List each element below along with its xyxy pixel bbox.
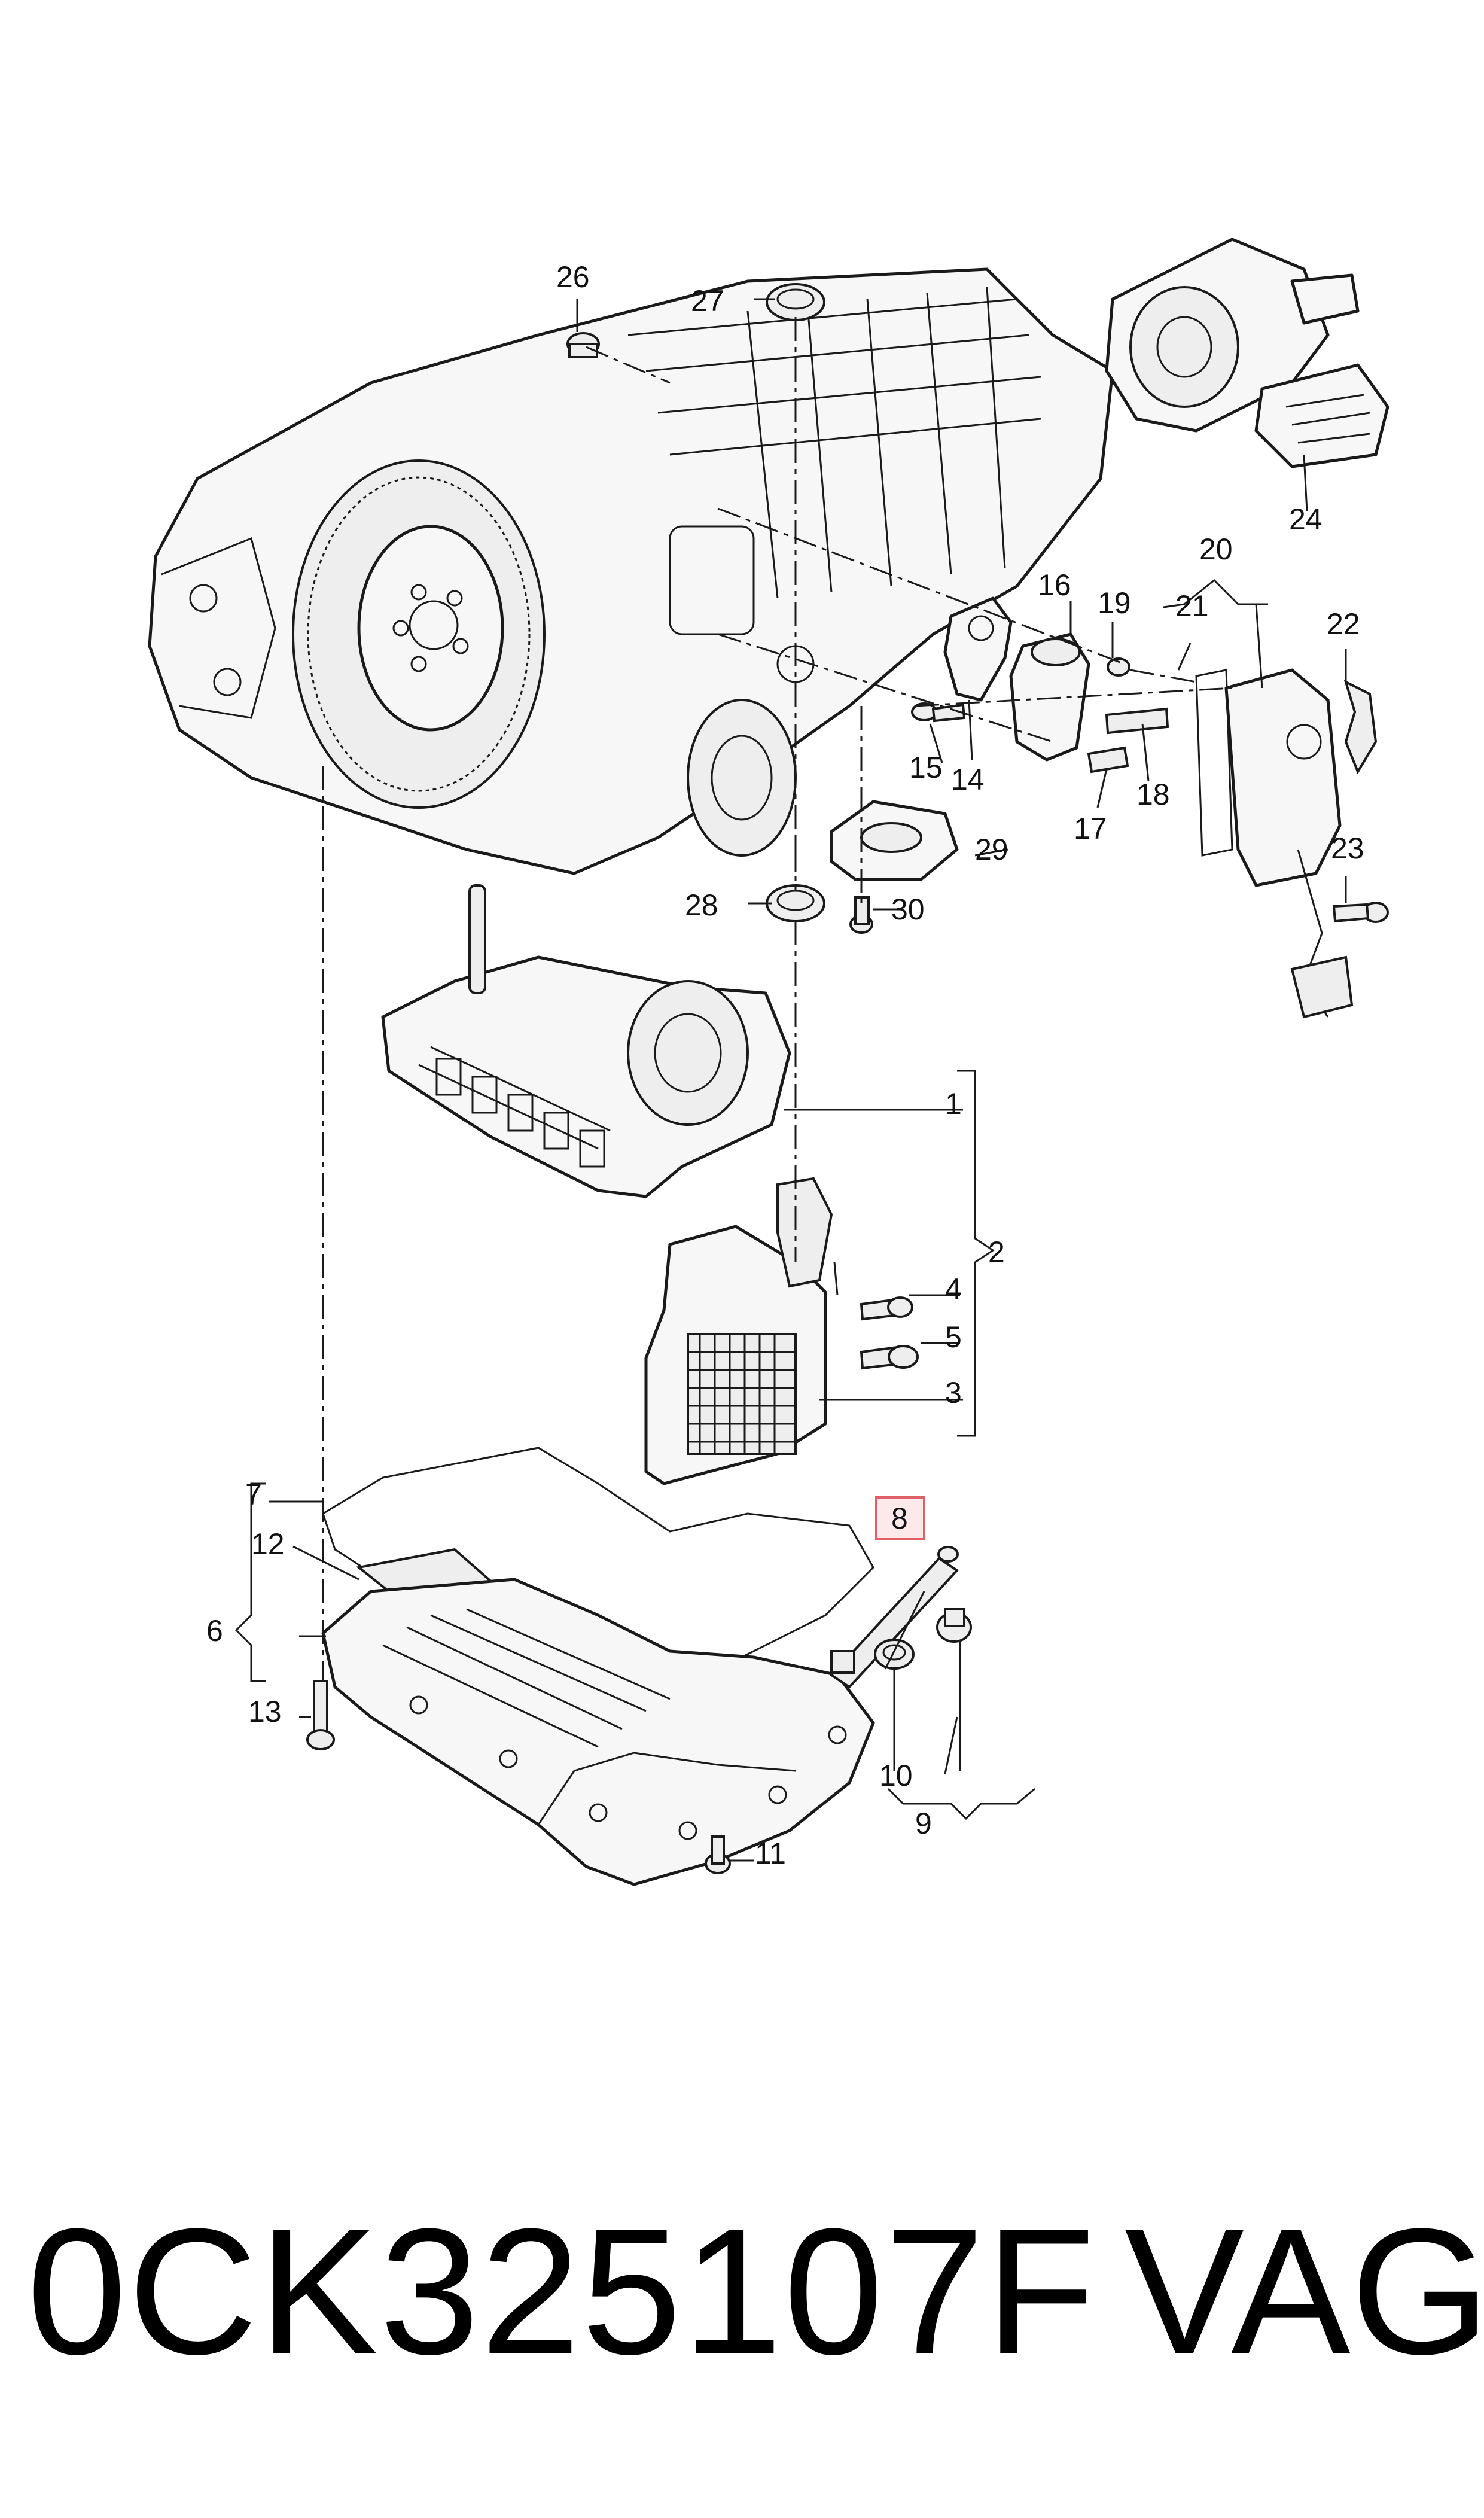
drain-plug-26 <box>566 332 600 358</box>
callout-5: 5 <box>945 1320 962 1354</box>
callout-11: 11 <box>755 1837 786 1870</box>
highlight-box-8 <box>875 1496 925 1540</box>
valve-body-1 <box>381 884 791 1198</box>
footer: 0CK325107F VAG <box>0 2202 1484 2381</box>
bracket-14 <box>943 596 1013 702</box>
assembly-lines <box>322 317 1233 1681</box>
callout-17: 17 <box>1074 812 1107 845</box>
bolt-4 <box>860 1296 913 1321</box>
callout-24: 24 <box>1289 503 1323 536</box>
callout-1: 1 <box>945 1087 962 1121</box>
callout-16: 16 <box>1038 568 1071 602</box>
brand-name: VAG <box>1125 2191 1484 2392</box>
callout-4: 4 <box>945 1272 962 1306</box>
bolt-23 <box>1332 902 1389 923</box>
callout-28: 28 <box>685 888 718 922</box>
callout-15: 15 <box>909 751 943 784</box>
bolt-17 <box>1087 746 1129 774</box>
bolt-13 <box>306 1680 335 1750</box>
plug-9 <box>936 1608 972 1643</box>
bolt-5 <box>860 1345 919 1370</box>
callout-27: 27 <box>691 284 724 318</box>
overflow-tube-8 <box>829 1546 959 1689</box>
callout-7: 7 <box>245 1478 262 1511</box>
seal-ring-10 <box>874 1639 915 1670</box>
part-number: 0CK325107F <box>27 2191 1096 2392</box>
callout-14: 14 <box>951 763 985 796</box>
callout-18: 18 <box>1136 778 1170 811</box>
callout-21: 21 <box>1175 589 1209 623</box>
clip-22 <box>1343 680 1378 775</box>
oil-pan <box>321 1578 875 1886</box>
callout-3: 3 <box>945 1376 962 1409</box>
callout-10: 10 <box>879 1759 913 1792</box>
callout-13: 13 <box>248 1695 282 1728</box>
gasket-21 <box>1195 669 1233 857</box>
bolt-15 <box>911 702 966 723</box>
callout-labels: 1 2 3 4 5 6 7 8 9 10 11 12 13 14 15 16 1… <box>206 260 1364 1870</box>
bolt-18 <box>1105 707 1169 735</box>
callout-9: 9 <box>915 1807 932 1840</box>
callout-23: 23 <box>1331 832 1364 865</box>
callout-19: 19 <box>1098 586 1131 620</box>
cover-20 <box>1224 668 1354 1019</box>
washer-19 <box>1107 657 1130 677</box>
pressure-valve-16 <box>1009 632 1090 762</box>
mount-29 <box>830 800 959 881</box>
callout-12: 12 <box>251 1527 285 1561</box>
callout-20: 20 <box>1199 532 1233 566</box>
callout-2: 2 <box>988 1235 1005 1269</box>
bolt-30 <box>849 896 873 934</box>
leader-lines <box>234 298 1347 1862</box>
seal-ring-27 <box>766 283 825 321</box>
callout-29: 29 <box>975 833 1008 866</box>
callout-8: 8 <box>891 1502 908 1535</box>
transfer-case <box>1105 238 1389 468</box>
transmission-housing <box>148 267 1114 875</box>
callout-26: 26 <box>556 260 590 294</box>
drain-plug-11 <box>705 1835 731 1874</box>
callout-30: 30 <box>891 893 925 926</box>
control-unit-3 <box>644 1177 833 1485</box>
callout-6: 6 <box>206 1614 223 1648</box>
callout-22: 22 <box>1327 607 1360 641</box>
